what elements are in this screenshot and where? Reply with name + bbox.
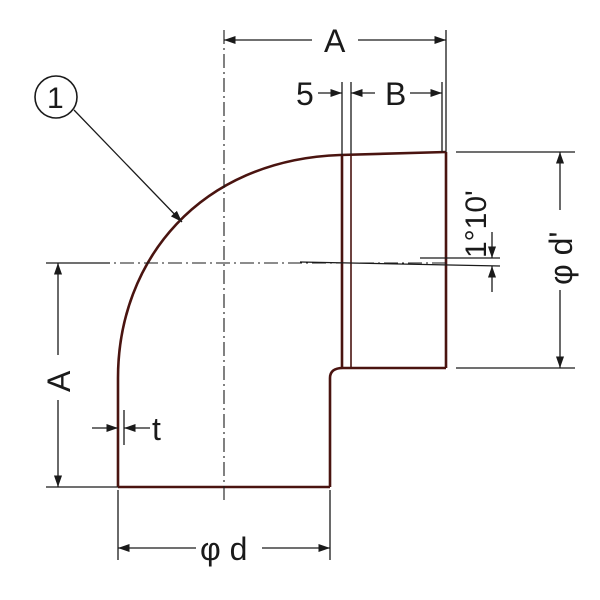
center-lines [48, 30, 501, 500]
angle-annotation: 1°10' [460, 190, 497, 292]
elbow-outline [116, 150, 448, 489]
dim-label-t: t [152, 411, 161, 447]
dimension-a-top: A [224, 23, 447, 152]
dim-label-5: 5 [296, 76, 314, 112]
leader-line [73, 109, 183, 223]
balloon-circle [34, 75, 78, 119]
outer-bend-curve [116, 150, 447, 487]
dimension-a-left: A [41, 262, 118, 488]
dim-label-a-top: A [324, 23, 346, 59]
dimension-phi-d: φ d [117, 490, 331, 567]
dim-label-a-left: A [41, 370, 77, 392]
dim-label-phi-d: φ d [200, 531, 247, 567]
dimension-phi-d-prime: φ d' [456, 151, 579, 369]
dim-label-b: B [385, 76, 406, 112]
part-number-balloon: 1 [34, 75, 183, 223]
dim-label-phi-d-prime: φ d' [543, 231, 579, 285]
inner-bend-edge [328, 366, 446, 487]
balloon-label: 1 [47, 82, 64, 115]
dimension-t: t [92, 410, 161, 447]
socket-axis-line [299, 261, 501, 267]
dimension-5-b: 5 B [296, 76, 443, 155]
angle-label: 1°10' [460, 190, 493, 258]
